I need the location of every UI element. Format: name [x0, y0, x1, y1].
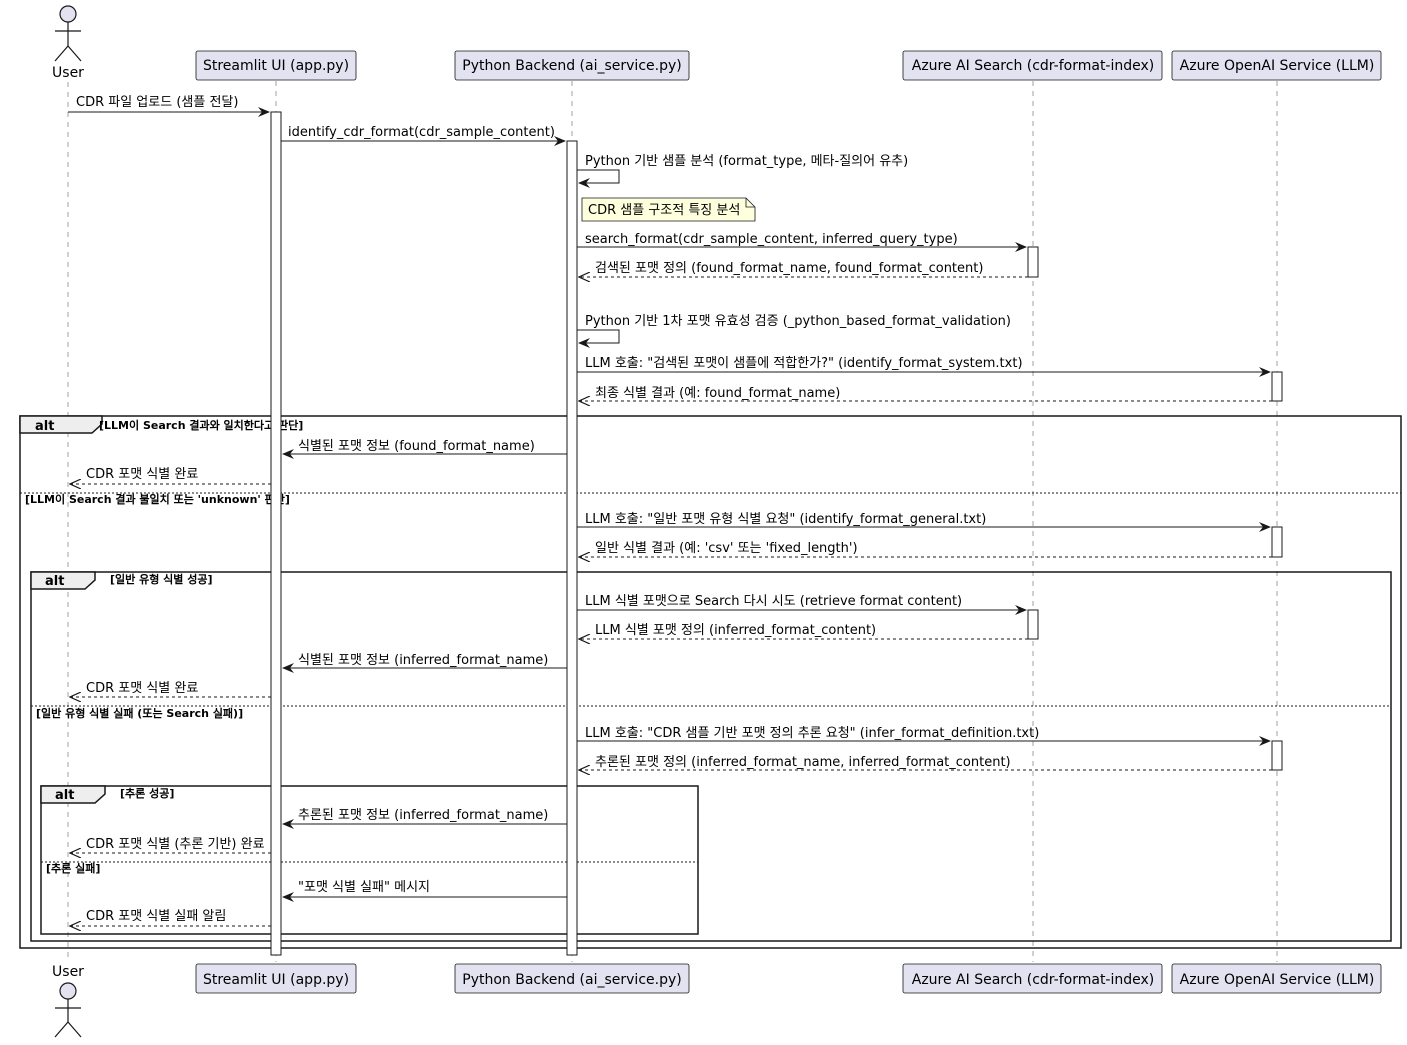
participant-user-top: User	[52, 5, 84, 81]
participant-ui-top: Streamlit UI (app.py)	[195, 50, 357, 81]
message-label: search_format(cdr_sample_content, inferr…	[585, 232, 958, 247]
participant-label: User	[52, 964, 84, 980]
fragment-guard: [일반 유형 식별 성공]	[110, 572, 213, 586]
actor-icon	[59, 5, 77, 23]
fragment-alt-outer: alt [LLM이 Search 결과와 일치한다고 판단] [LLM이 Sea…	[19, 415, 1402, 949]
participant-search-top: Azure AI Search (cdr-format-index)	[902, 50, 1163, 81]
participant-backend-top: Python Backend (ai_service.py)	[454, 50, 690, 81]
fragment-alt-middle: alt [일반 유형 식별 성공] [일반 유형 식별 실패 (또는 Searc…	[30, 571, 1392, 942]
participant-label: Azure AI Search (cdr-format-index)	[912, 58, 1155, 74]
fragment-else-guard: [일반 유형 식별 실패 (또는 Search 실패)]	[36, 706, 243, 720]
message-label: LLM 호출: "CDR 샘플 기반 포맷 정의 추론 요청" (infer_f…	[585, 726, 1039, 741]
fragment-guard: [추론 성공]	[120, 786, 174, 800]
message-label: LLM 호출: "일반 포맷 유형 식별 요청" (identify_forma…	[585, 512, 986, 527]
note: CDR 샘플 구조적 특징 분석	[581, 197, 756, 222]
message-label: 추론된 포맷 정의 (inferred_format_name, inferre…	[595, 755, 1011, 770]
fragment-label: alt	[35, 419, 54, 434]
message-label: LLM 식별 포맷 정의 (inferred_format_content)	[595, 623, 876, 638]
activation-llm	[1271, 371, 1283, 402]
participant-label: Azure AI Search (cdr-format-index)	[912, 972, 1155, 988]
participant-label: Python Backend (ai_service.py)	[462, 972, 681, 988]
actor-icon	[59, 982, 77, 1000]
fragment-guard: [LLM이 Search 결과와 일치한다고 판단]	[99, 418, 303, 432]
message-label: CDR 포맷 식별 완료	[86, 467, 198, 482]
message-label: CDR 포맷 식별 실패 알림	[86, 909, 226, 924]
messages: CDR 파일 업로드 (샘플 전달) identify_cdr_format(c…	[68, 95, 1272, 926]
message-label: identify_cdr_format(cdr_sample_content)	[288, 125, 555, 140]
participant-label: Streamlit UI (app.py)	[203, 972, 349, 988]
participant-label: Azure OpenAI Service (LLM)	[1180, 58, 1375, 74]
participant-label: Streamlit UI (app.py)	[203, 58, 349, 74]
fragment-label: alt	[45, 574, 64, 589]
participant-label: Python Backend (ai_service.py)	[462, 58, 681, 74]
message-label: 식별된 포맷 정보 (inferred_format_name)	[298, 653, 548, 668]
participant-user-bottom: User	[52, 964, 84, 1038]
participant-llm-top: Azure OpenAI Service (LLM)	[1171, 50, 1382, 81]
fragment-alt-inner: alt [추론 성공] [추론 실패]	[40, 785, 699, 935]
message-label: "포맷 식별 실패" 메시지	[298, 880, 430, 895]
message-arrow-self	[577, 169, 620, 188]
message-label: CDR 포맷 식별 완료	[86, 681, 198, 696]
message-label: CDR 포맷 식별 (추론 기반) 완료	[86, 837, 265, 852]
message-label: CDR 파일 업로드 (샘플 전달)	[76, 95, 238, 110]
message-arrow-self	[577, 329, 620, 348]
activation-backend	[566, 140, 578, 956]
participant-search-bottom: Azure AI Search (cdr-format-index)	[902, 963, 1163, 994]
activation-llm	[1271, 526, 1283, 558]
message-label: 일반 식별 결과 (예: 'csv' 또는 'fixed_length')	[595, 541, 858, 556]
note-text: CDR 샘플 구조적 특징 분석	[588, 203, 740, 218]
activation-ui	[270, 111, 282, 956]
message-label: LLM 식별 포맷으로 Search 다시 시도 (retrieve forma…	[585, 594, 962, 609]
activation-search	[1027, 246, 1039, 278]
participant-label: Azure OpenAI Service (LLM)	[1180, 972, 1375, 988]
message-label: 최종 식별 결과 (예: found_format_name)	[595, 386, 840, 401]
participant-llm-bottom: Azure OpenAI Service (LLM)	[1171, 963, 1382, 994]
activation-search	[1027, 609, 1039, 640]
message-label: LLM 호출: "검색된 포맷이 샘플에 적합한가?" (identify_fo…	[585, 356, 1023, 371]
message-label: 검색된 포맷 정의 (found_format_name, found_form…	[595, 261, 983, 276]
activations	[270, 111, 1283, 956]
participant-label: User	[52, 65, 84, 81]
message-label: Python 기반 샘플 분석 (format_type, 메타-질의어 유추)	[585, 154, 908, 169]
message-label: 추론된 포맷 정보 (inferred_format_name)	[298, 808, 548, 823]
message-label: Python 기반 1차 포맷 유효성 검증 (_python_based_fo…	[585, 314, 1011, 329]
message-label: 식별된 포맷 정보 (found_format_name)	[298, 439, 535, 454]
activation-llm	[1271, 740, 1283, 771]
fragment-label: alt	[55, 788, 74, 803]
participant-backend-bottom: Python Backend (ai_service.py)	[454, 963, 690, 994]
fragment-else-guard: [추론 실패]	[46, 861, 100, 875]
participant-ui-bottom: Streamlit UI (app.py)	[195, 963, 357, 994]
fragment-else-guard: [LLM이 Search 결과 불일치 또는 'unknown' 판단]	[25, 492, 290, 506]
